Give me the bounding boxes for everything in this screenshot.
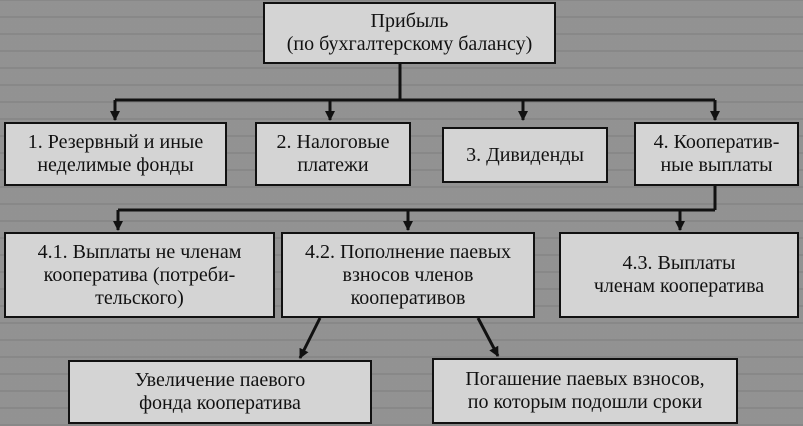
box-payments-non-members: 4.1. Выплаты не членам кооператива (потр… [4,232,275,318]
box-tax-payments: 2. Налоговые платежи [255,122,411,186]
box-cooperative-payments: 4. Кооператив- ные выплаты [634,122,799,186]
box-dividends: 3. Дивиденды [442,127,608,183]
box-reserve-funds: 1. Резервный и иные неделимые фонды [4,122,227,186]
box-fund-increase: Увеличение паевого фонда кооператива [68,360,372,424]
arrow-to-box-fund-increase [298,317,322,359]
root-box-profit: Прибыль (по бухгалтерскому балансу) [263,2,556,64]
box-share-repayment: Погашение паевых взносов, по которым под… [432,358,738,424]
box-payments-members: 4.3. Выплаты членам кооператива [559,232,799,318]
box-share-replenishment: 4.2. Пополнение паевых взносов членов ко… [281,232,535,318]
arrow-to-box-repayment [476,317,500,357]
